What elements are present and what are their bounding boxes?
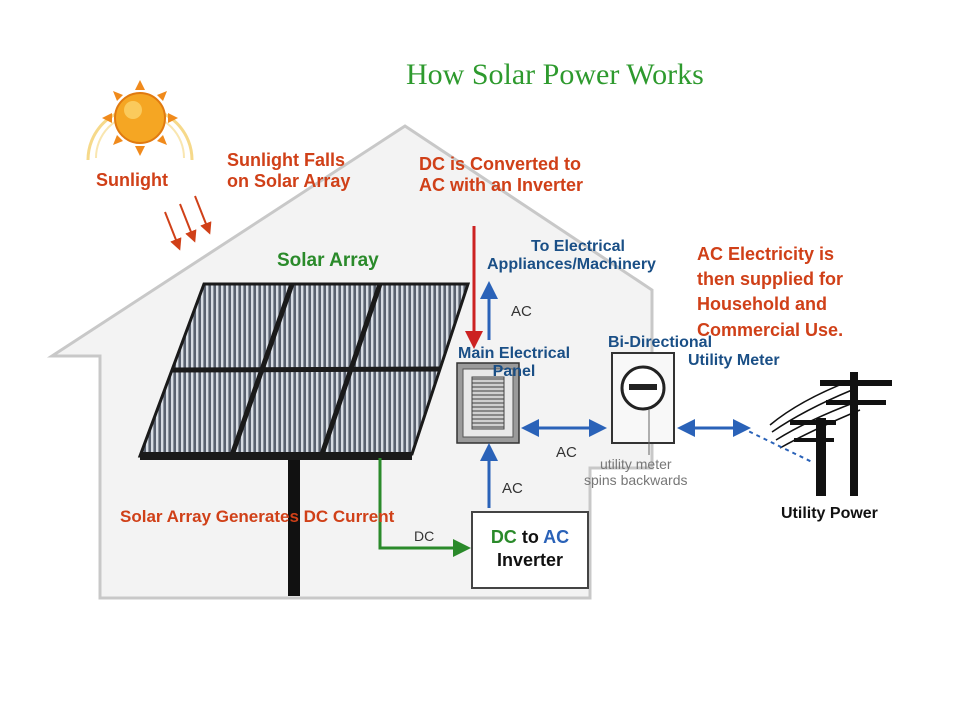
bidirectional-line-2: Utility Meter: [688, 352, 780, 370]
bidirectional-line-1: Bi-Directional: [608, 334, 713, 351]
to-electrical-label: To Electrical Appliances/Machinery: [487, 238, 656, 275]
sunlight-falls-line-2: on Solar Array: [227, 170, 351, 191]
ac-inverter-label: AC: [502, 480, 523, 497]
power-pole-icon: [769, 372, 892, 496]
ac-supplied-line-1: AC Electricity is: [697, 244, 835, 264]
inverter-to-text: to: [521, 527, 539, 547]
ac-supplied-line-2: then supplied for: [697, 269, 843, 290]
dc-line: [378, 458, 471, 557]
ac-between-label: AC: [556, 444, 577, 461]
sunlight-label: Sunlight: [96, 170, 168, 190]
meter-note-line-1: utility meter: [599, 456, 672, 472]
inverter-line-2: Inverter: [496, 550, 564, 571]
meter-note-label: utility meter spins backwards: [584, 456, 688, 488]
diagram-title: How Solar Power Works: [406, 58, 704, 91]
inverter-label: DC to AC Inverter: [472, 526, 588, 573]
ac-supplied-line-4: Commercial Use.: [697, 319, 844, 340]
electrical-panel-icon: [456, 362, 520, 444]
bidirectional-meter-label: Bi-Directional Utility Meter: [608, 334, 780, 371]
meter-icon: [611, 352, 675, 455]
ac-up-label: AC: [511, 303, 532, 320]
meter-note-line-2: spins backwards: [584, 472, 688, 489]
sunlight-falls-line-1: Sunlight Falls: [227, 150, 346, 170]
solar-panel-icon: [137, 282, 471, 596]
dc-converted-line-2: AC with an Inverter: [419, 174, 584, 195]
dc-line-label: DC: [414, 528, 435, 544]
inverter-line-1: DC to AC: [472, 526, 588, 549]
utility-power-label: Utility Power: [781, 505, 878, 522]
ac-supplied-label: AC Electricity is then supplied for Hous…: [697, 242, 843, 343]
generates-dc-label: Solar Array Generates DC Current: [120, 507, 395, 526]
to-electrical-line-2: Appliances/Machinery: [487, 256, 656, 274]
inverter-box: [471, 511, 589, 589]
inverter-dc-text: DC: [490, 527, 517, 547]
sunlight-arrows: [164, 195, 212, 251]
solar-array-label: Solar Array: [277, 250, 379, 271]
sun-icon: [86, 80, 194, 161]
main-panel-line-2: Panel: [492, 363, 536, 381]
main-panel-line-1: Main Electrical: [458, 345, 571, 362]
ac-supplied-line-3: Household and: [697, 294, 827, 315]
main-panel-label: Main Electrical Panel: [458, 345, 570, 382]
to-electrical-line-1: To Electrical: [531, 238, 625, 255]
dc-converted-line-1: DC is Converted to: [419, 154, 582, 174]
inverter-ac-text: AC: [543, 527, 570, 547]
ac-flow-arrows: [480, 281, 813, 508]
sunlight-falls-label: Sunlight Falls on Solar Array: [227, 150, 350, 191]
dc-converted-label: DC is Converted to AC with an Inverter: [419, 154, 583, 195]
